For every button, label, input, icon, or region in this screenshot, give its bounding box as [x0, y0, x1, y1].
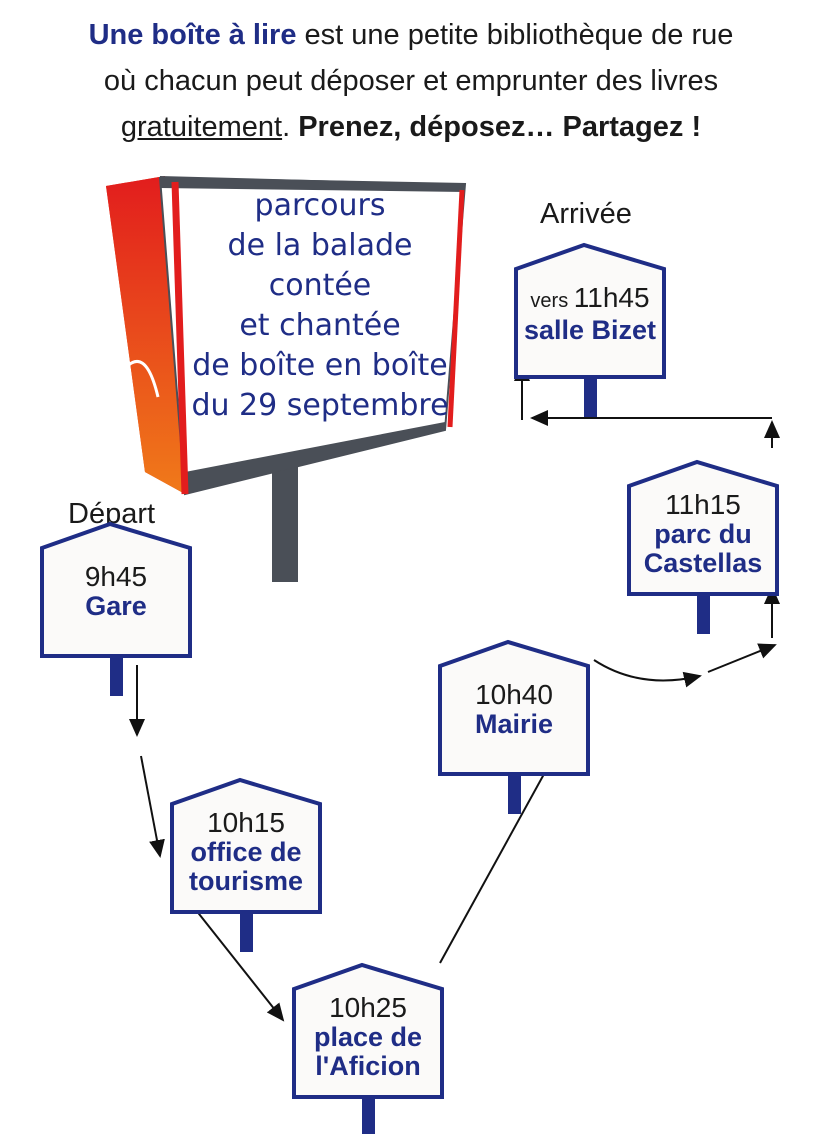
- arrow: [140, 755, 165, 858]
- intro-sep: .: [282, 111, 299, 143]
- sign-shape: [514, 242, 666, 417]
- stop-time: 10h25: [292, 993, 444, 1023]
- sign-shape: [438, 639, 590, 814]
- stop-time: vers 11h45: [514, 283, 666, 316]
- box-line: parcours: [254, 188, 386, 223]
- stop-place: l'Aficion: [315, 1051, 421, 1081]
- box-line: de la balade: [227, 228, 413, 263]
- stop-place: Mairie: [474, 709, 554, 739]
- sign-shape: [627, 459, 779, 634]
- book-box-image: [106, 176, 467, 582]
- time-value: 11h45: [573, 282, 650, 313]
- time-value: 10h25: [329, 992, 407, 1023]
- time-value: 10h15: [207, 807, 285, 838]
- stop-place: parc du: [654, 519, 752, 549]
- stop-time: 11h15: [627, 490, 779, 520]
- arrow: [187, 899, 285, 1022]
- stop-time: 10h40: [438, 680, 590, 710]
- stop-time: 10h15: [170, 808, 322, 838]
- intro-line1: est une petite bibliothèque de rue: [296, 19, 734, 51]
- stop-place: salle Bizet: [523, 315, 657, 345]
- time-value: 9h45: [84, 561, 148, 592]
- sign-shape: [170, 777, 322, 952]
- intro-line2: où chacun peut déposer et emprunter des …: [103, 65, 719, 97]
- stop-place: office de: [190, 837, 302, 867]
- box-line: de boîte en boîte: [192, 348, 448, 383]
- time-value: 11h15: [665, 489, 741, 520]
- stop-time: 9h45: [40, 562, 192, 592]
- intro-text: Une boîte à lire est une petite biblioth…: [0, 12, 822, 150]
- sign-shape: [292, 962, 444, 1134]
- box-line: contée: [268, 268, 372, 303]
- intro-highlight: Une boîte à lire: [88, 19, 297, 51]
- arrow: [439, 743, 561, 964]
- stop-place: place de: [313, 1022, 423, 1052]
- box-line: du 29 septembre: [191, 388, 449, 423]
- stop-place: Gare: [85, 591, 147, 621]
- arrow: [593, 659, 702, 688]
- end-label: Arrivée: [540, 198, 632, 230]
- stop-place: Castellas: [643, 548, 763, 578]
- stop-place: tourisme: [188, 866, 304, 896]
- intro-slogan: Prenez, déposez… Partagez !: [298, 111, 702, 143]
- time-prefix: vers: [530, 290, 574, 312]
- time-value: 10h40: [475, 679, 553, 710]
- box-line: et chantée: [239, 308, 401, 343]
- arrow: [707, 643, 777, 673]
- intro-underlined: gratuitement: [120, 111, 283, 143]
- sign-shape: [40, 521, 192, 696]
- book-box-text: parcours de la balade contée et chantée …: [180, 186, 460, 426]
